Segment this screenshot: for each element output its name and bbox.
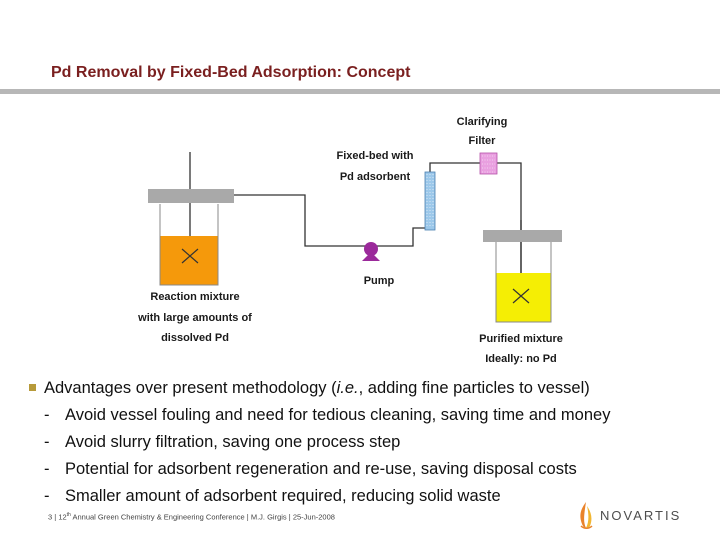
logo-wordmark: NOVARTIS (600, 508, 682, 523)
filter-body (479, 152, 498, 175)
slide-footer: 3 | 12th Annual Green Chemistry & Engine… (48, 512, 335, 522)
fixed-bed-label-line2: Pd adsorbent (340, 171, 411, 183)
pump (362, 242, 380, 261)
sub-bullet-text: Avoid vessel fouling and need for tediou… (65, 406, 611, 424)
dash-marker: - (44, 406, 50, 424)
dash-marker: - (44, 487, 50, 505)
footer-separator: | (54, 512, 57, 522)
bullet-square-icon (29, 384, 36, 391)
pipe-pump-to-bed (372, 227, 425, 247)
reaction-vessel-lid (148, 189, 234, 203)
sub-bullet: - Avoid vessel fouling and need for tedi… (28, 402, 708, 429)
footer-separator: | (246, 512, 249, 522)
purified-vessel-wall (495, 242, 552, 323)
sub-bullet-text: Smaller amount of adsorbent required, re… (65, 487, 501, 505)
reaction-liquid (160, 236, 218, 285)
reaction-label-line1: Reaction mixture (150, 291, 239, 303)
novartis-logo: NOVARTIS (572, 500, 704, 530)
dash-marker: - (44, 460, 50, 478)
advantages-text-italic: i.e. (336, 379, 359, 397)
author-name: M.J. Girgis (250, 512, 287, 522)
purified-vessel (483, 230, 562, 323)
reaction-label-line3: dissolved Pd (161, 332, 229, 344)
sub-bullet-text: Potential for adsorbent regeneration and… (65, 460, 577, 478)
process-diagram: Clarifying Filter Fixed-bed with Pd adso… (137, 116, 563, 365)
purified-label-line1: Purified mixture (479, 333, 563, 345)
pipe-bed-to-filter (429, 162, 480, 172)
event-number: 12 (58, 512, 67, 522)
fixed-bed-column (424, 171, 436, 231)
title-divider (0, 89, 720, 94)
advantages-text-suffix: , adding fine particles to vessel) (358, 379, 590, 397)
reaction-stirrer-blade (181, 248, 199, 264)
pipe-reactor-to-pump (214, 194, 370, 247)
fixed-bed-label-line1: Fixed-bed with (337, 150, 414, 162)
sub-bullet: - Potential for adsorbent regeneration a… (28, 456, 708, 483)
pump-base (362, 252, 380, 261)
page-number: 3 (48, 512, 53, 522)
presentation-date: 25-Jun-2008 (292, 512, 335, 522)
sub-bullet: - Avoid slurry filtration, saving one pr… (28, 429, 708, 456)
advantages-list: Advantages over present methodology (i.e… (28, 375, 708, 510)
footer-separator: | (288, 512, 291, 522)
purified-stirrer-blade (512, 288, 530, 304)
advantages-text-prefix: Advantages over present methodology ( (44, 379, 337, 397)
purified-vessel-lid (483, 230, 562, 242)
flame-icon (580, 502, 593, 529)
sub-bullet-text: Avoid slurry filtration, saving one proc… (65, 433, 401, 451)
reaction-label-line2: with large amounts of (137, 312, 252, 324)
slide-title: Pd Removal by Fixed-Bed Adsorption: Conc… (51, 64, 411, 81)
purified-label-line2: Ideally: no Pd (485, 353, 557, 365)
filter-label-line2: Filter (469, 135, 497, 147)
dash-marker: - (44, 433, 50, 451)
pump-body (364, 242, 378, 256)
reaction-vessel-wall (159, 204, 219, 286)
clarifying-filter (479, 152, 498, 175)
pump-label: Pump (364, 275, 395, 287)
advantages-bullet: Advantages over present methodology (i.e… (28, 375, 708, 402)
filter-label-line1: Clarifying (457, 116, 508, 128)
reaction-vessel (148, 189, 234, 286)
event-ordinal: th (66, 512, 71, 518)
event-name: Annual Green Chemistry & Engineering Con… (72, 512, 245, 522)
sub-bullet: - Smaller amount of adsorbent required, … (28, 483, 708, 510)
